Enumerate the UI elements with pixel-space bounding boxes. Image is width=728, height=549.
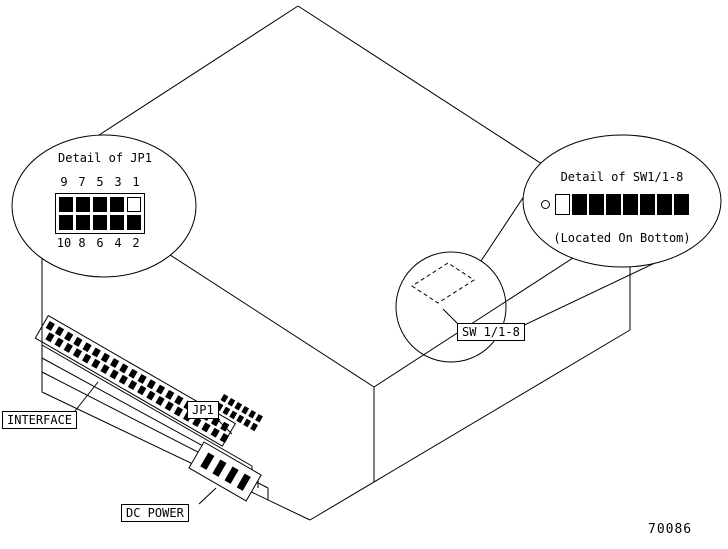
jumper-pin-closed [93,215,107,230]
dip-switch-7 [657,194,672,215]
dip-switch-1 [555,194,570,215]
figure-number: 70086 [648,522,693,537]
jp1-detail-title: Detail of JP1 [58,151,152,165]
jumper-pin-closed [127,215,141,230]
jp1-pin-number: 8 [78,236,86,250]
jumper-pin-closed [110,215,124,230]
jp1-label: JP1 [187,401,219,419]
jumper-pin-closed [93,197,107,212]
front-base-layers [41,344,311,521]
dip-switch-row [541,194,691,215]
jp1-jumper-row-bottom [59,215,141,230]
jp1-pin-number: 10 [56,236,72,250]
dc-power-connector [188,441,262,502]
jp1-pin-number: 5 [96,175,104,189]
jp1-jumper-row-top [59,197,141,212]
label-leader-lines [74,308,460,505]
jp1-pin-number: 9 [60,175,68,189]
dip-switch-dot [541,200,550,209]
jp1-pin-number: 4 [114,236,122,250]
sw1-detail-title: Detail of SW1/1-8 [560,170,684,184]
dip-switch-4 [606,194,621,215]
interface-label: INTERFACE [2,411,78,429]
jp1-pin-number: 2 [132,236,140,250]
dip-switch-8 [674,194,689,215]
jp1-pin-number: 1 [132,175,140,189]
dip-switch-2 [572,194,587,215]
jp1-jumper-block [55,193,145,234]
sw1-detail-note: (Located On Bottom) [553,231,691,245]
dip-switch-3 [589,194,604,215]
dc-power-pins [200,452,251,491]
jp1-pin-number: 7 [78,175,86,189]
jumper-pin-closed [110,197,124,212]
jumper-pin-open [127,197,141,212]
jumper-pin-closed [59,197,73,212]
jp1-pin-number: 3 [114,175,122,189]
sw1-location-dashed-outline [411,262,475,304]
jumper-pin-closed [76,197,90,212]
jp1-pin-row-1 [220,394,263,423]
sw1-detail-ellipse [522,134,722,268]
sw1-callout-circle [395,251,507,363]
sw1-label: SW 1/1-8 [457,323,525,341]
dc-power-label: DC POWER [121,504,189,522]
dip-switch-5 [623,194,638,215]
jp1-pin-number: 6 [96,236,104,250]
jumper-pin-closed [76,215,90,230]
dip-switch-6 [640,194,655,215]
jumper-pin-closed [59,215,73,230]
